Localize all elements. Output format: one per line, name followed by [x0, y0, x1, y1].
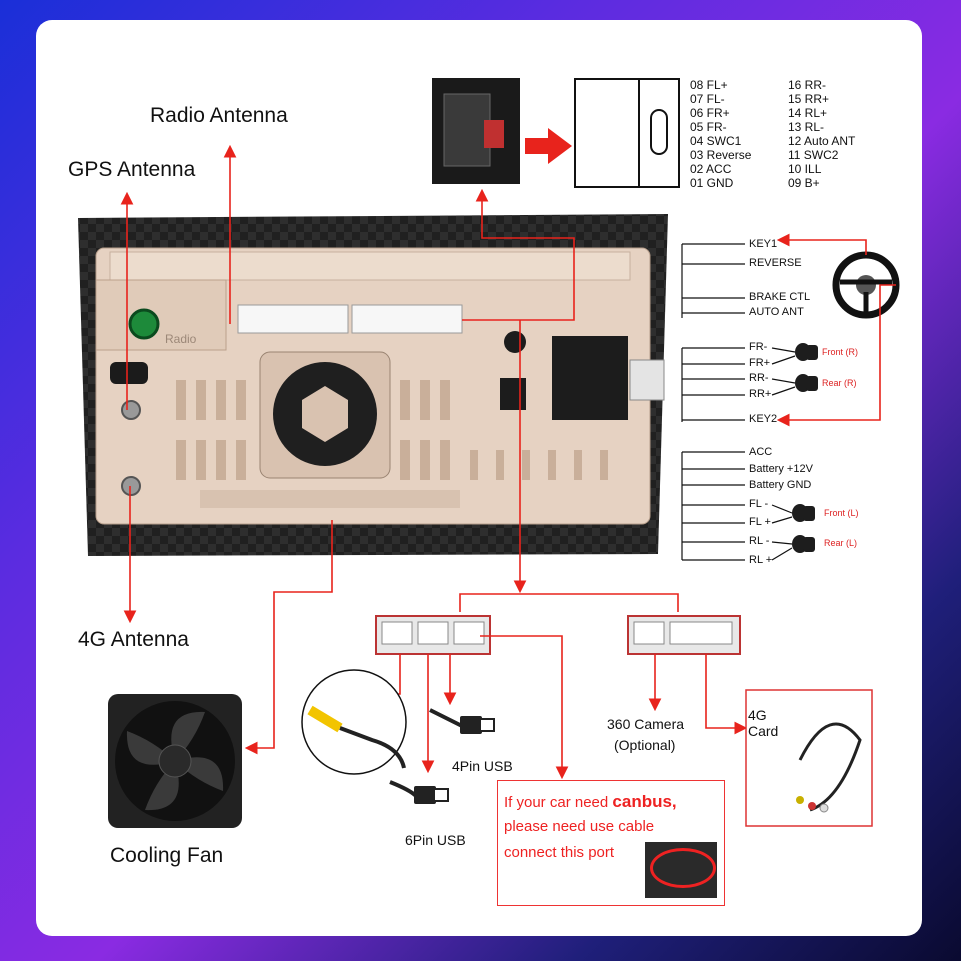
harness-key2: KEY2: [749, 413, 778, 425]
speaker-front-r: Front (R): [822, 347, 858, 357]
usb-6pin-label: 6Pin USB: [405, 832, 466, 848]
pinout-right-7: 10 ILL: [788, 162, 822, 176]
canbus-port-highlight: [650, 848, 716, 888]
harness-rr-minus: RR-: [749, 372, 769, 384]
connector-block-1: [237, 304, 349, 334]
speaker-rear-l: Rear (L): [824, 538, 858, 548]
pinout-right-2: 15 RR+: [788, 92, 830, 106]
harness-gnd: Battery GND: [749, 479, 812, 491]
usb-6pin-icon: [389, 780, 449, 804]
pinout-left-3: 06 FR+: [690, 106, 730, 120]
connector-block-2: [351, 304, 463, 334]
harness-acc: ACC: [749, 446, 773, 458]
rca-cable-icon: [301, 669, 407, 775]
pinout-right-1: 16 RR-: [788, 78, 827, 92]
pinout-right-5: 12 Auto ANT: [788, 134, 856, 148]
harness-key1: KEY1: [749, 238, 778, 250]
speaker-rear-r: Rear (R): [822, 378, 857, 388]
4g-card-label-1: 4G: [748, 707, 767, 723]
pinout-left-2: 07 FL-: [690, 92, 725, 106]
pinout-left-6: 03 Reverse: [690, 148, 752, 162]
gps-antenna-label: GPS Antenna: [68, 158, 196, 181]
speaker-front-l: Front (L): [824, 508, 859, 518]
harness-brake: BRAKE CTL: [749, 291, 811, 303]
pinout-right-8: 09 B+: [788, 176, 820, 190]
warning-line-1: If your car need canbus,: [504, 792, 677, 811]
harness-battery: Battery +12V: [749, 463, 813, 475]
camera-optional-label: (Optional): [614, 737, 676, 753]
harness-fr-plus: FR+: [749, 357, 771, 369]
cooling-fan-label: Cooling Fan: [110, 844, 224, 867]
pinout-left-7: 02 ACC: [690, 162, 732, 176]
pinout-right-3: 14 RL+: [788, 106, 828, 120]
radio-port: [128, 308, 160, 340]
pinout-right-4: 13 RL-: [788, 120, 825, 134]
usb-4pin-icon: [429, 708, 495, 734]
pinout-left-1: 08 FL+: [690, 78, 728, 92]
harness-auto-ant: AUTO ANT: [749, 306, 804, 318]
pinout-left-4: 05 FR-: [690, 120, 727, 134]
harness-rl-plus: RL +: [749, 554, 773, 566]
usb-4pin-label: 4Pin USB: [452, 758, 513, 774]
4g-card-label-2: Card: [748, 723, 779, 739]
harness-fl-plus: FL +: [749, 516, 771, 528]
harness-fr-minus: FR-: [749, 341, 768, 353]
radio-port-label: Radio: [165, 332, 197, 346]
pinout-left-8: 01 GND: [690, 176, 734, 190]
4g-antenna-label: 4G Antenna: [78, 628, 189, 651]
warning-line-3: connect this port: [504, 844, 615, 861]
main-harness-port: [552, 336, 628, 420]
camera-label: 360 Camera: [607, 716, 685, 732]
harness-reverse: REVERSE: [749, 257, 802, 269]
pinout-right-6: 11 SWC2: [788, 148, 839, 162]
4g-card-box: [745, 689, 873, 827]
harness-fl-minus: FL -: [749, 498, 769, 510]
pinout-left-5: 04 SWC1: [690, 134, 742, 148]
harness-rr-plus: RR+: [749, 388, 772, 400]
radio-antenna-label: Radio Antenna: [150, 104, 288, 127]
pinout-arrow: [525, 128, 572, 164]
cooling-fan-icon: [108, 694, 242, 828]
warning-line-2: please need use cable: [504, 818, 655, 835]
harness-rl-minus: RL -: [749, 535, 770, 547]
